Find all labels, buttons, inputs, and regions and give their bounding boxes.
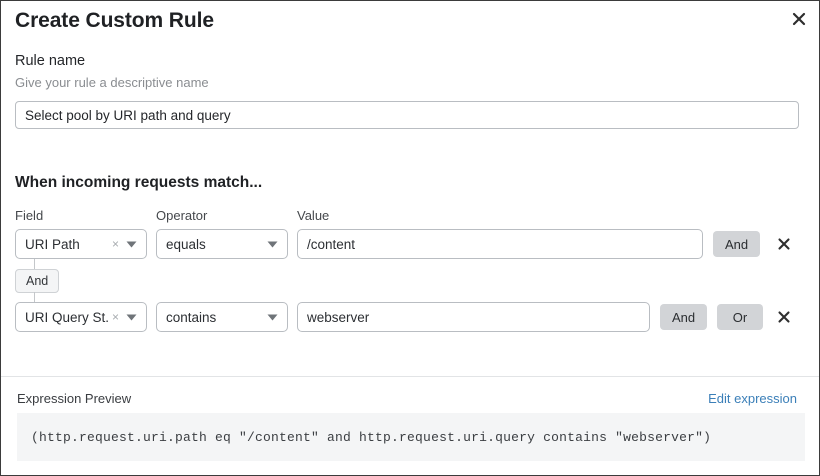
expression-preview-code: (http.request.uri.path eq "/content" and… — [17, 413, 805, 461]
delete-row-icon-1[interactable] — [771, 229, 797, 259]
field-select-1-value: URI Path — [25, 236, 80, 252]
column-header-field: Field — [15, 208, 44, 223]
operator-select-2[interactable]: contains — [156, 302, 288, 332]
conditions-heading: When incoming requests match... — [15, 174, 263, 191]
and-button-row-2[interactable]: And — [660, 304, 708, 330]
field-select-2-value: URI Query St... — [25, 309, 108, 325]
operator-select-1-value: equals — [166, 236, 206, 252]
rule-name-input[interactable] — [15, 101, 799, 129]
operator-select-1[interactable]: equals — [156, 229, 288, 259]
column-header-value: Value — [297, 208, 330, 223]
chevron-down-icon[interactable] — [123, 314, 146, 321]
field-select-1[interactable]: URI Path × — [15, 229, 147, 259]
and-button-row-1[interactable]: And — [713, 231, 761, 257]
value-input-1[interactable] — [297, 229, 703, 259]
chevron-down-icon[interactable] — [264, 241, 287, 248]
rule-name-description: Give your rule a descriptive name — [15, 75, 209, 90]
connector-line-top — [34, 259, 35, 270]
value-input-2[interactable] — [297, 302, 650, 332]
operator-select-2-value: contains — [166, 309, 217, 325]
field-select-2[interactable]: URI Query St... × — [15, 302, 147, 332]
delete-row-icon-2[interactable] — [771, 302, 797, 332]
edit-expression-link[interactable]: Edit expression — [708, 391, 797, 406]
page-title: Create Custom Rule — [15, 9, 214, 32]
close-icon[interactable] — [787, 7, 811, 31]
expression-preview-label: Expression Preview — [17, 391, 132, 406]
connector-and-badge[interactable]: And — [15, 269, 60, 293]
or-button-row-2[interactable]: Or — [717, 304, 763, 330]
rule-name-label: Rule name — [15, 53, 86, 69]
clear-icon[interactable]: × — [111, 237, 119, 251]
connector-line-bottom — [34, 292, 35, 302]
chevron-down-icon[interactable] — [123, 241, 146, 248]
divider — [1, 376, 819, 377]
column-header-operator: Operator — [156, 208, 208, 223]
chevron-down-icon[interactable] — [264, 314, 287, 321]
clear-icon[interactable]: × — [111, 310, 119, 324]
